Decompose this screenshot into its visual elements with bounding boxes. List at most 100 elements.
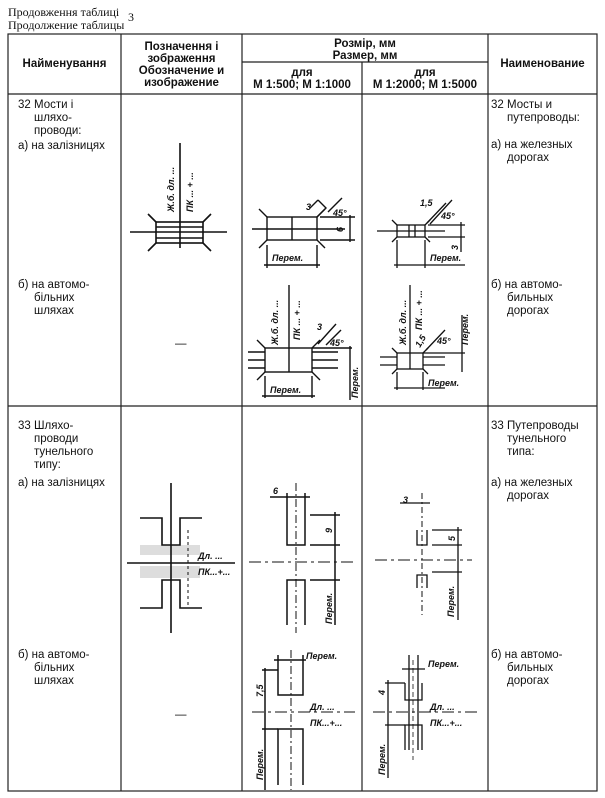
text-line: проводи — [34, 433, 79, 445]
text-line: тунельного — [34, 446, 94, 458]
dim-3: 3 — [306, 202, 311, 212]
tunnel-symbol-drawing — [127, 483, 235, 633]
header-symbol-l2: зображення — [147, 53, 216, 65]
label-picket: ПК ... + ... — [185, 172, 195, 212]
text-line: більних — [34, 662, 75, 674]
label-material: Ж.б. дл. ... — [270, 300, 280, 346]
tunnel-rail-1-500-drawing — [249, 483, 355, 633]
dim-1-5: 1,5 — [413, 332, 428, 349]
bridge-rail-1-2000-drawing — [377, 199, 465, 268]
dim-3: 3 — [317, 322, 322, 332]
row32-title-ru: 32 Мосты и путепроводы: — [491, 99, 580, 125]
dim-6: 6 — [335, 226, 345, 232]
dim-1-5: 1,5 — [420, 198, 434, 208]
dim-variable: Перем. — [272, 253, 303, 263]
row33-b-ua: б) на автомо- більних шляхах — [18, 649, 89, 688]
dim-4: 4 — [377, 690, 387, 696]
dim-variable: Перем. — [270, 385, 301, 395]
label-length: Дл. ... — [197, 551, 223, 561]
label-length: Дл. ... — [429, 702, 455, 712]
text-line: б) на автомо- — [491, 279, 563, 291]
dim-variable: Перем. — [428, 659, 459, 669]
dim-7-5: 7,5 — [255, 683, 265, 697]
caption-ru: Продолжение таблицы — [8, 18, 125, 32]
bridge-rail-1-500-drawing — [252, 197, 355, 268]
text-line: 32 Мосты и — [491, 99, 552, 111]
dim-variable: Перем. — [377, 744, 387, 775]
header-scale-large-l2: М 1:500; М 1:1000 — [253, 79, 351, 91]
text-line: більних — [34, 292, 75, 304]
text-line: типа: — [507, 446, 535, 458]
tunnel-road-1-500-drawing — [252, 650, 355, 790]
header-scale-small: для М 1:2000; М 1:5000 — [362, 67, 488, 91]
text-line: 32 Мости і — [18, 99, 74, 111]
dim-3: 3 — [403, 495, 408, 505]
text-line: дорогах — [507, 490, 549, 502]
dim-variable: Перем. — [428, 378, 459, 388]
text-line: шляхо- — [34, 112, 73, 124]
text-line: 33 Шляхо- — [18, 420, 74, 432]
header-name-ua: Найменування — [22, 58, 107, 70]
text-line: б) на автомо- — [491, 649, 563, 661]
dim-variable: Перем. — [306, 651, 337, 661]
text-line: шляхах — [34, 305, 74, 317]
dim-variable: Перем. — [324, 593, 334, 624]
bridge-road-1-2000-drawing — [380, 285, 465, 390]
row32-a-ua: а) на залізницях — [18, 140, 105, 152]
dim-variable: Перем. — [430, 253, 461, 263]
label-picket: ПК ... + ... — [292, 300, 302, 340]
header-scale-small-l2: М 1:2000; М 1:5000 — [372, 79, 478, 91]
label-picket: ПК...+... — [430, 718, 462, 728]
text-line: 33 Путепроводы — [491, 420, 579, 432]
text-line: бильных — [507, 662, 554, 674]
row32-symbol-b: — — [175, 338, 187, 350]
text-line: путепроводы: — [507, 112, 580, 124]
row33-title-ua: 33 Шляхо- проводи тунельного типу: — [18, 420, 93, 472]
bridge-road-1-500-drawing — [248, 285, 352, 400]
text-line: б) на автомо- — [18, 279, 90, 291]
tunnel-road-1-2000-drawing — [373, 655, 478, 778]
row33-a-ru: а) на железных дорогах — [491, 477, 573, 503]
dim-variable: Перем. — [350, 367, 360, 398]
dim-angle: 45° — [329, 338, 344, 348]
text-line: дорогах — [507, 152, 549, 164]
header-scale-large: для М 1:500; М 1:1000 — [242, 67, 362, 91]
text-line: дорогах — [507, 675, 549, 687]
row32-b-ru: б) на автомо- бильных дорогах — [491, 279, 562, 318]
text-line: а) на железных — [491, 477, 573, 489]
header-scale-small-l1: для — [414, 67, 436, 79]
text-line: а) на железных — [491, 139, 573, 151]
dim-6: 6 — [273, 486, 279, 496]
bridge-symbol-drawing — [130, 143, 227, 252]
text-line: дорогах — [507, 305, 549, 317]
row33-title-ru: 33 Путепроводы тунельного типа: — [491, 420, 579, 459]
header-symbol-l3: Обозначение и — [138, 65, 225, 77]
dim-angle: 45° — [332, 208, 347, 218]
text-line: типу: — [34, 459, 61, 471]
header-size-ua: Розмір, мм — [334, 38, 396, 50]
text-line: тунельного — [507, 433, 567, 445]
text-line: бильных — [507, 292, 554, 304]
dim-3: 3 — [450, 245, 460, 250]
row32-a-ru: а) на железных дорогах — [491, 139, 573, 165]
dim-angle: 45° — [440, 211, 455, 221]
dim-5: 5 — [447, 535, 457, 541]
header-symbol-l4: изображение — [144, 77, 219, 89]
label-material: Ж.б. дл. ... — [398, 300, 408, 346]
dim-9: 9 — [324, 528, 334, 533]
dim-variable: Перем. — [255, 749, 265, 780]
header-scale-large-l1: для — [291, 67, 313, 79]
label-picket: ПК...+... — [310, 718, 342, 728]
label-material: Ж.б. дл. ... — [166, 167, 176, 213]
caption-ua: Продовження таблиці — [8, 5, 120, 19]
label-picket: ПК ... + ... — [414, 290, 424, 330]
header-symbol-l1: Позначення і — [144, 41, 219, 53]
dim-variable: Перем. — [460, 314, 470, 345]
row33-b-ru: б) на автомо- бильных дорогах — [491, 649, 562, 688]
tunnel-rail-1-2000-drawing — [375, 493, 472, 620]
header-size: Розмір, мм Размер, мм — [242, 38, 488, 62]
dim-variable: Перем. — [446, 586, 456, 617]
text-line: проводи: — [34, 125, 82, 137]
row32-b-ua: б) на автомо- більних шляхах — [18, 279, 89, 318]
